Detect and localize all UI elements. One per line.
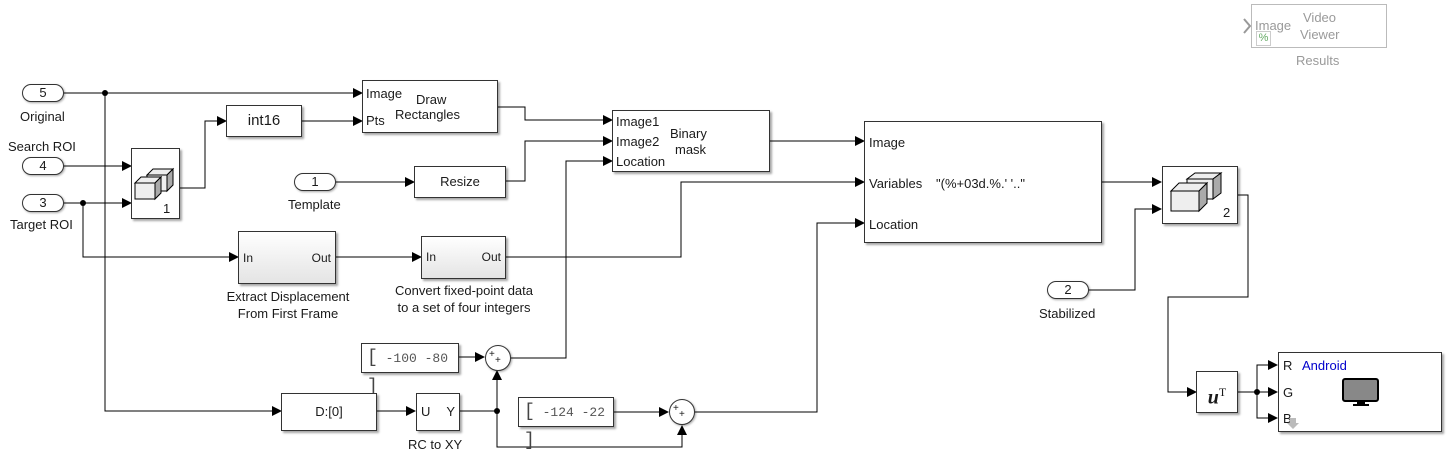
transpose-symbol: u [1207, 386, 1219, 409]
block-title-line1: Video [1303, 10, 1337, 25]
convert-caption-line2: to a set of four integers [397, 300, 531, 315]
selector-block-2[interactable]: 2 [1162, 166, 1238, 224]
extract-displacement-subsystem[interactable]: In Out [238, 231, 336, 284]
inport-target-roi-label: Target ROI [10, 217, 73, 232]
wire-selector2-to-transpose [1167, 194, 1249, 397]
branch-point [80, 200, 86, 206]
cube-selector-icon [133, 167, 175, 201]
wire-rc-to-sum2 [496, 411, 687, 448]
plus-sign: + [489, 349, 495, 360]
port-pts: Pts [366, 113, 385, 128]
port-out: Out [481, 250, 501, 264]
port-variables: Variables [869, 176, 923, 191]
convert-caption-line1: Convert fixed-point data [394, 283, 534, 298]
port-in: In [426, 250, 437, 264]
selector-index: 2 [1223, 205, 1231, 220]
wire-rc-to-sum1 [460, 370, 502, 412]
bracket-open: [ [367, 348, 378, 368]
wire-original-to-delay [104, 93, 282, 416]
wire-convert-to-variables [506, 177, 865, 258]
bracket-close: ] [367, 377, 378, 397]
rc-to-xy-block[interactable]: U Y [416, 393, 460, 431]
wire-draw-to-mask [498, 106, 613, 125]
transpose-superscript: T [1218, 385, 1227, 399]
port-location: Location [616, 154, 666, 169]
bracket-open: [ [524, 402, 535, 422]
delay-block[interactable]: D:[0] [281, 393, 377, 431]
constant-value: -100 -80 [385, 351, 449, 366]
binary-mask-block[interactable]: Image1 Image2 Location Binary mask [612, 110, 770, 172]
video-viewer-caption: Results [1296, 53, 1340, 68]
port-image: Image [366, 86, 403, 101]
block-title-line2: Rectangles [395, 107, 461, 122]
wire-stabilized-to-selector2 [1089, 204, 1162, 291]
port-image1: Image1 [616, 114, 660, 129]
wire-transpose-to-r [1256, 360, 1278, 392]
port-in: In [243, 251, 254, 265]
extract-caption-line2: From First Frame [237, 306, 339, 321]
android-display-block[interactable]: R G B Android [1278, 352, 1442, 432]
inport-search-roi[interactable]: 4 [22, 157, 64, 175]
video-viewer-block[interactable]: Image Video Viewer % [1251, 4, 1387, 48]
selector-index: 1 [163, 201, 171, 216]
block-title-line2: Viewer [1300, 27, 1340, 42]
monitor-icon [1342, 378, 1379, 406]
constant-value: -124 -22 [542, 405, 606, 420]
block-title-line1: Draw [416, 92, 447, 107]
constant-block-1[interactable]: [ -100 -80 ] [361, 343, 459, 397]
bracket-close: ] [524, 431, 535, 451]
plus-sign: + [673, 403, 679, 414]
port-g: G [1283, 385, 1294, 400]
resize-block[interactable]: Resize [414, 166, 506, 198]
draw-rectangles-block[interactable]: Image Pts Draw Rectangles [362, 80, 498, 133]
constant-block-2[interactable]: [ -124 -22 ] [518, 397, 614, 451]
sum-block-1[interactable]: + + [485, 345, 511, 371]
port-image: Image [1255, 18, 1292, 33]
branch-point [102, 90, 108, 96]
block-title-line1: Binary [670, 126, 707, 141]
android-title: Android [1302, 358, 1347, 373]
port-location: Location [869, 217, 919, 232]
down-arrow-icon [1287, 418, 1299, 429]
inport-search-roi-label: Search ROI [8, 139, 76, 154]
wire-sum1-to-location [511, 156, 613, 359]
insert-text-block[interactable]: Image Variables "(%+03d.%.' '.." Locatio… [864, 121, 1102, 243]
inport-original-label: Original [20, 109, 65, 124]
convert-int16-block[interactable]: int16 [226, 105, 302, 137]
inport-template-label: Template [288, 197, 341, 212]
port-u: U [421, 404, 431, 419]
wire-sum2-to-location [695, 218, 865, 413]
branch-point [494, 408, 500, 414]
inport-original[interactable]: 5 [22, 84, 64, 102]
plus-sign: + [679, 409, 685, 420]
port-out: Out [311, 251, 331, 265]
inport-stabilized-label: Stabilized [1039, 306, 1096, 321]
port-image: Image [869, 135, 906, 150]
plus-sign: + [495, 355, 501, 366]
text-format-string: "(%+03d.%.' '.." [936, 176, 1025, 191]
inport-target-roi[interactable]: 3 [22, 194, 64, 212]
wire-transpose-to-b [1256, 392, 1278, 423]
port-y: Y [446, 404, 455, 419]
commented-out-badge-icon: % [1256, 31, 1271, 46]
selector-block-1[interactable]: 1 [131, 148, 180, 219]
rc-to-xy-caption: RC to XY [408, 437, 463, 452]
inport-template[interactable]: 1 [294, 173, 336, 191]
wire-selector-to-int16 [180, 116, 227, 189]
block-title-line2: mask [675, 142, 707, 157]
cube-selector-icon [1169, 172, 1223, 213]
transpose-block[interactable]: uT [1196, 371, 1238, 413]
wire-target-to-extract [82, 203, 239, 262]
convert-fixed-point-subsystem[interactable]: In Out [421, 236, 506, 279]
port-b: B [1283, 411, 1292, 426]
extract-caption-line1: Extract Displacement [226, 289, 350, 304]
port-r: R [1283, 358, 1293, 373]
wire-resize-to-mask [506, 136, 613, 182]
inport-stabilized[interactable]: 2 [1047, 281, 1089, 299]
branch-point [1254, 389, 1260, 395]
port-image2: Image2 [616, 134, 660, 149]
sum-block-2[interactable]: + + [669, 399, 695, 425]
